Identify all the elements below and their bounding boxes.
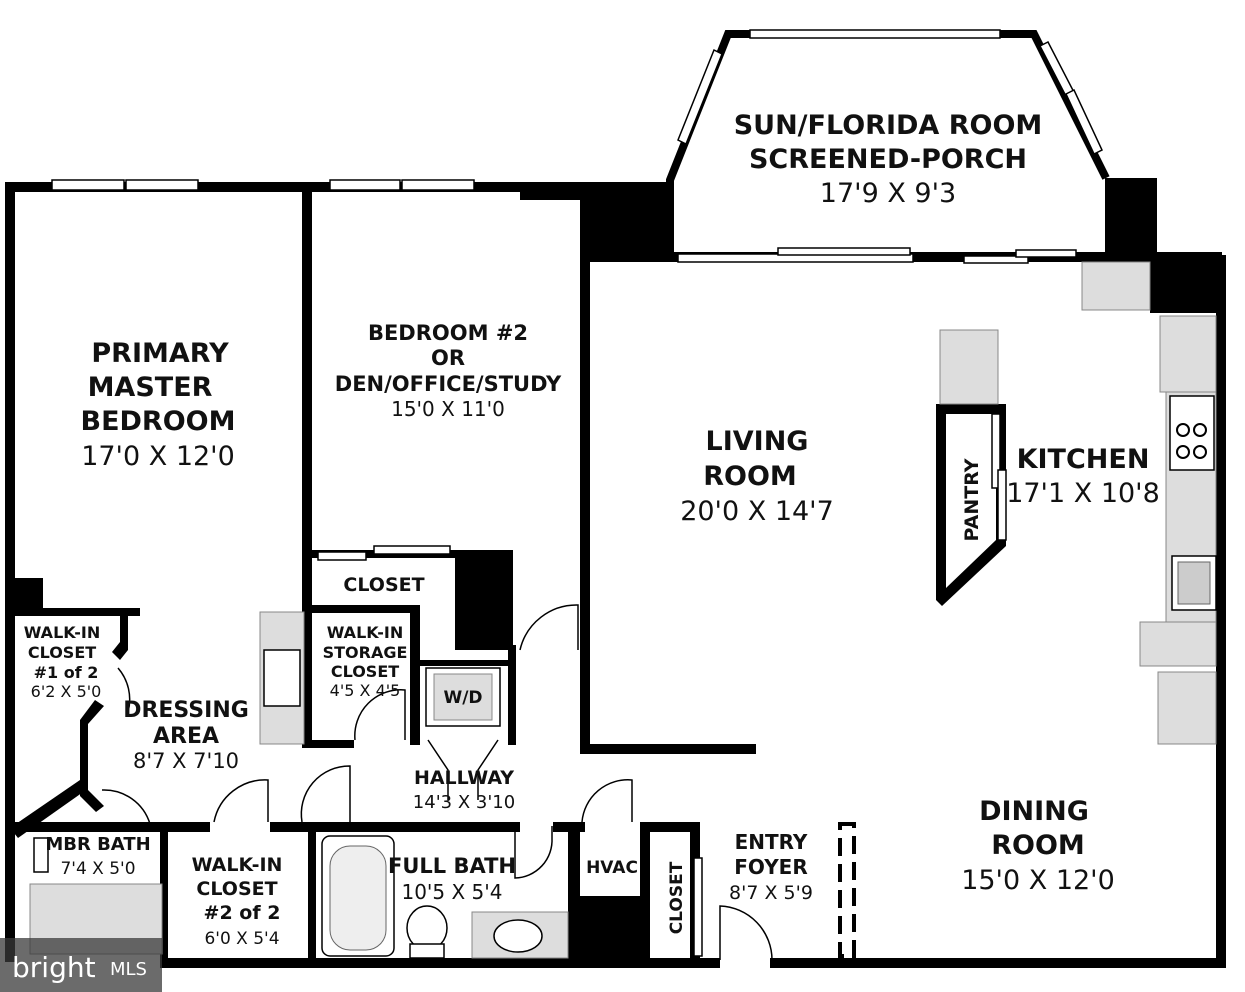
mbr-bath-dim: 7'4 X 5'0 bbox=[60, 859, 135, 879]
mbr-bath-label: MBR BATH bbox=[45, 834, 150, 855]
closet-b2-label: CLOSET bbox=[343, 574, 424, 596]
storage-label-2: STORAGE bbox=[323, 643, 408, 662]
wic2-dim: 6'0 X 5'4 bbox=[204, 929, 279, 949]
doors bbox=[101, 413, 1007, 961]
dressing-label-2: AREA bbox=[153, 724, 219, 749]
wic2-label-3: #2 of 2 bbox=[204, 902, 281, 924]
living-label-2: ROOM bbox=[703, 461, 797, 492]
entry-label-1: ENTRY bbox=[735, 830, 808, 854]
bed2-label-1: BEDROOM #2 bbox=[368, 321, 528, 345]
primary-label-2: MASTER bbox=[88, 372, 213, 403]
bed2-label-2: OR bbox=[431, 346, 465, 370]
full-bath-label: FULL BATH bbox=[388, 854, 516, 878]
wic2-label-1: WALK-IN bbox=[192, 854, 283, 876]
wic1-dim: 6'2 X 5'0 bbox=[31, 682, 102, 701]
dining-label-1: DINING bbox=[979, 796, 1089, 827]
hvac-label: HVAC bbox=[586, 858, 638, 878]
entry-dim: 8'7 X 5'9 bbox=[729, 882, 813, 904]
primary-label-3: BEDROOM bbox=[81, 406, 236, 437]
sun-room-label-2: SCREENED-PORCH bbox=[749, 144, 1027, 175]
hallway-label: HALLWAY bbox=[414, 767, 514, 789]
kitchen-label: KITCHEN bbox=[1017, 444, 1150, 475]
sun-room-label-1: SUN/FLORIDA ROOM bbox=[734, 110, 1043, 141]
wic1-label-3: #1 of 2 bbox=[34, 663, 99, 682]
living-label-1: LIVING bbox=[706, 426, 809, 457]
hallway-dim: 14'3 X 3'10 bbox=[413, 792, 515, 813]
wic1-label-2: CLOSET bbox=[28, 643, 96, 662]
storage-label-1: WALK-IN bbox=[327, 623, 404, 642]
wic1-label-1: WALK-IN bbox=[24, 623, 101, 642]
primary-dim: 17'0 X 12'0 bbox=[81, 441, 235, 472]
stove-icon bbox=[1169, 395, 1215, 471]
storage-label-3: CLOSET bbox=[331, 662, 399, 681]
bed2-dim: 15'0 X 11'0 bbox=[391, 397, 505, 421]
room-labels: SUN/FLORIDA ROOM SCREENED-PORCH 17'9 X 9… bbox=[24, 110, 1160, 949]
dining-dim: 15'0 X 12'0 bbox=[961, 865, 1115, 896]
sun-room-dim: 17'9 X 9'3 bbox=[820, 178, 956, 209]
bath-sink-icon bbox=[493, 919, 543, 953]
closet-entry-label: CLOSET bbox=[667, 861, 687, 934]
primary-label-1: PRIMARY bbox=[91, 338, 229, 369]
dressing-dim: 8'7 X 7'10 bbox=[133, 749, 239, 773]
wic2-label-2: CLOSET bbox=[196, 878, 277, 900]
full-bath-dim: 10'5 X 5'4 bbox=[401, 880, 502, 904]
sun-room-outline bbox=[666, 29, 1110, 252]
living-dim: 20'0 X 14'7 bbox=[680, 496, 834, 527]
entry-label-2: FOYER bbox=[734, 855, 808, 879]
watermark-brand: bright bbox=[12, 951, 96, 984]
watermark: bright MLS bbox=[0, 938, 162, 992]
pantry-label: PANTRY bbox=[961, 458, 983, 541]
windows bbox=[51, 179, 1077, 561]
kitchen-dim: 17'1 X 10'8 bbox=[1006, 478, 1160, 509]
bed2-label-3: DEN/OFFICE/STUDY bbox=[335, 372, 562, 396]
dining-label-2: ROOM bbox=[991, 830, 1085, 861]
watermark-suffix: MLS bbox=[110, 959, 147, 980]
vanity-sink-icon bbox=[263, 649, 301, 707]
dressing-label-1: DRESSING bbox=[123, 698, 249, 723]
storage-dim: 4'5 X 4'5 bbox=[330, 681, 401, 700]
wd-label: W/D bbox=[443, 688, 482, 708]
fixtures bbox=[29, 261, 1217, 959]
